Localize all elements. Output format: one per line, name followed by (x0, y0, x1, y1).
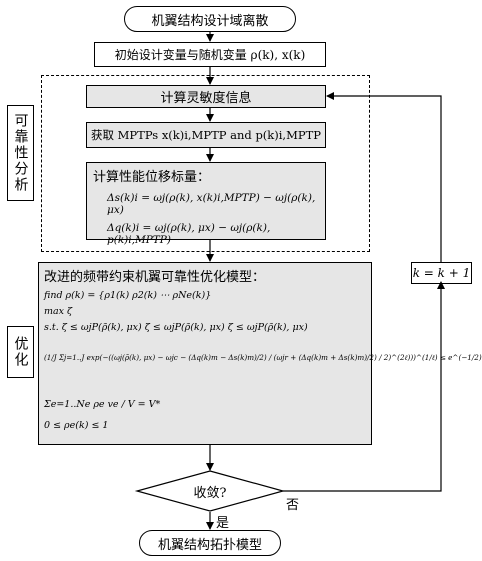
edge-label-yes: 是 (216, 516, 230, 531)
update-iteration-text: k = k + 1 (412, 266, 471, 280)
optimization-label: 优化 (7, 326, 34, 378)
mptp-text: 获取 MPTPs x(k)i,MPTP and p(k)i,MPTP (91, 128, 321, 142)
update-iteration-node: k = k + 1 (411, 262, 472, 284)
edge-label-no: 否 (286, 498, 300, 513)
init-variables-node: 初始设计变量与随机变量 ρ(k), x(k) (94, 42, 326, 67)
decision-text: 收敛? (193, 486, 227, 501)
performance-shift-eq1: Δs(k)i = ωj(ρ(k), x(k)i,MPTP) − ωj(ρ(k),… (107, 192, 316, 216)
sensitivity-text: 计算灵敏度信息 (160, 91, 252, 106)
reliability-analysis-label: 可靠性分析 (7, 105, 34, 201)
mptp-node: 获取 MPTPs x(k)i,MPTP and p(k)i,MPTP (86, 122, 326, 148)
optimization-model-title: 改进的频带约束机翼可靠性优化模型： (44, 270, 266, 285)
start-node: 机翼结构设计域离散 (124, 6, 296, 32)
optimization-volume-constraint: Σe=1..Ne ρe ve / V = V* (44, 399, 161, 410)
optimization-model-node: 改进的频带约束机翼可靠性优化模型： find ρ(k) = {ρ1(k) ρ2(… (38, 262, 482, 445)
sensitivity-node: 计算灵敏度信息 (86, 85, 326, 108)
init-variables-text: 初始设计变量与随机变量 ρ(k), x(k) (114, 48, 306, 62)
end-node-text: 机翼结构拓扑模型 (157, 537, 262, 553)
optimization-max: max ζ (44, 306, 73, 317)
end-node: 机翼结构拓扑模型 (139, 530, 281, 556)
reliability-analysis-region (41, 75, 370, 252)
optimization-bound-constraint: 0 ≤ ρe(k) ≤ 1 (44, 420, 109, 431)
optimization-exp-constraint: (1/J Σj=1..J exp(−((ωj(ρ̃(k), μx) − ωjc … (44, 353, 482, 362)
optimization-st: s.t. ζ ≤ ωjP(ρ̃(k), μx) ζ ≤ ωjP(ρ̃(k), μ… (44, 322, 308, 333)
performance-shift-node: 计算性能位移标量： Δs(k)i = ωj(ρ(k), x(k)i,MPTP) … (86, 162, 326, 246)
optimization-find: find ρ(k) = {ρ1(k) ρ2(k) ⋯ ρNe(k)} (44, 290, 212, 301)
performance-shift-title: 计算性能位移标量： (93, 170, 211, 185)
start-node-text: 机翼结构设计域离散 (151, 13, 269, 29)
performance-shift-eq2: Δq(k)i = ωj(ρ(k), μx) − ωj(ρ(k), p(k)i,M… (107, 222, 271, 246)
